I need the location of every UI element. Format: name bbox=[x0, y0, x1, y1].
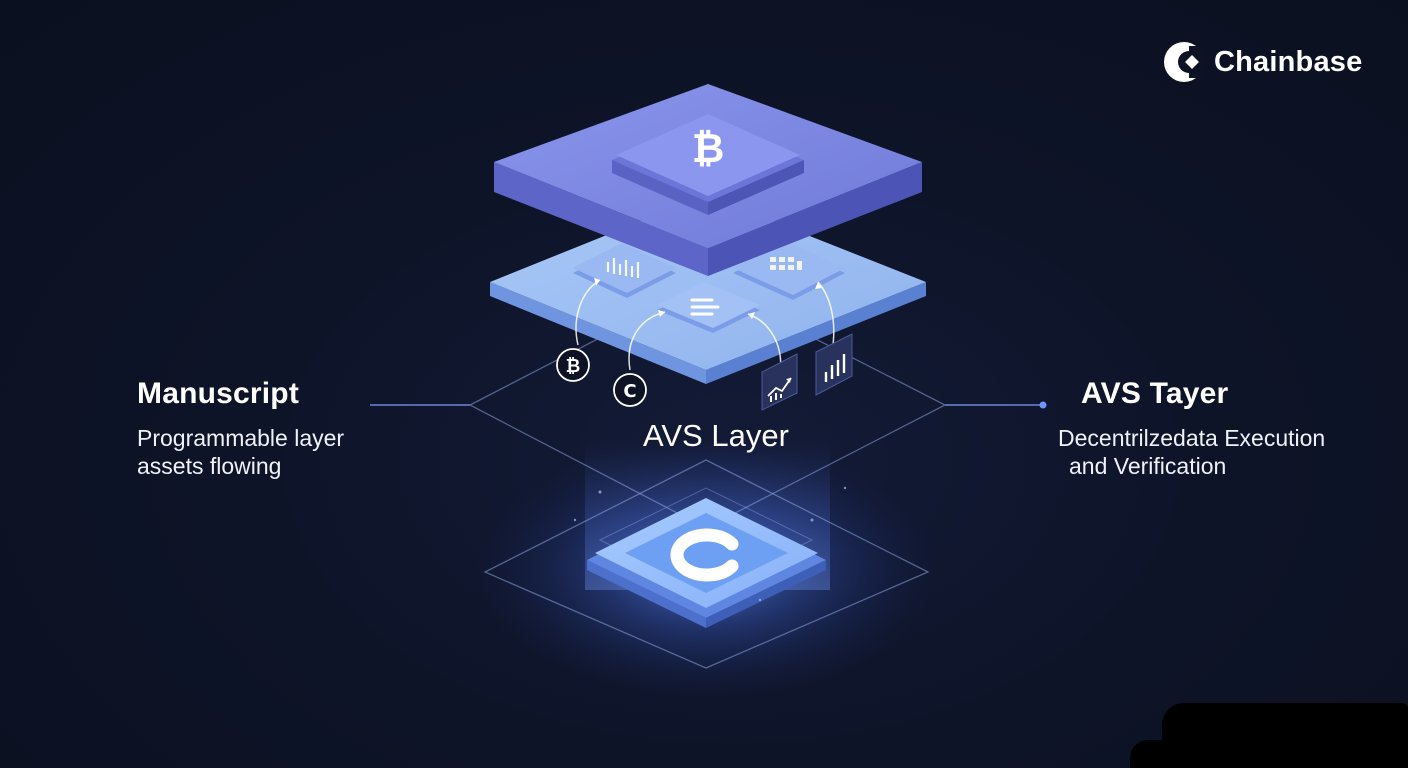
chainbase-c-icon bbox=[670, 528, 739, 582]
svg-text:C: C bbox=[623, 381, 636, 402]
sparkles bbox=[573, 486, 847, 602]
left-panel-line1: Programmable layer bbox=[137, 425, 345, 451]
wire-plane-bottom bbox=[483, 459, 930, 669]
arrow-heads bbox=[594, 278, 822, 319]
brand-name: Chainbase bbox=[1214, 45, 1363, 78]
svg-text:₿: ₿ bbox=[566, 356, 581, 377]
redaction-block-extension bbox=[1130, 740, 1408, 768]
bar-chart-token-icon bbox=[815, 333, 853, 396]
right-connector-dot bbox=[1039, 401, 1047, 409]
bottom-chainbase-block bbox=[587, 498, 826, 628]
menu-lines-icon bbox=[690, 298, 720, 316]
right-panel-line2: and Verification bbox=[1069, 453, 1227, 479]
right-panel-line1: Decentrilzedata Execution bbox=[1058, 425, 1326, 451]
bitcoin-token-icon: ₿ bbox=[556, 348, 590, 382]
chainbase-logo-icon bbox=[1164, 42, 1205, 82]
middle-layer-slab bbox=[490, 195, 926, 384]
left-panel-title: Manuscript bbox=[137, 377, 300, 410]
left-panel-line2: assets flowing bbox=[137, 453, 282, 479]
bar-chart-icon bbox=[606, 258, 640, 278]
right-panel-title: AVS Tayer bbox=[1081, 377, 1229, 410]
grid-chart-icon bbox=[770, 257, 802, 270]
svg-text:₿: ₿ bbox=[692, 126, 725, 172]
trend-chart-icon bbox=[761, 353, 798, 411]
brand-logo: Chainbase bbox=[1162, 40, 1362, 84]
center-layer-title: AVS Layer bbox=[643, 418, 789, 453]
bitcoin-icon: ₿ bbox=[692, 126, 725, 172]
middle-tile-center bbox=[657, 282, 760, 333]
top-raised-tile bbox=[612, 114, 804, 215]
chainbase-token-icon: C bbox=[613, 373, 647, 407]
middle-tile-left bbox=[573, 243, 676, 298]
